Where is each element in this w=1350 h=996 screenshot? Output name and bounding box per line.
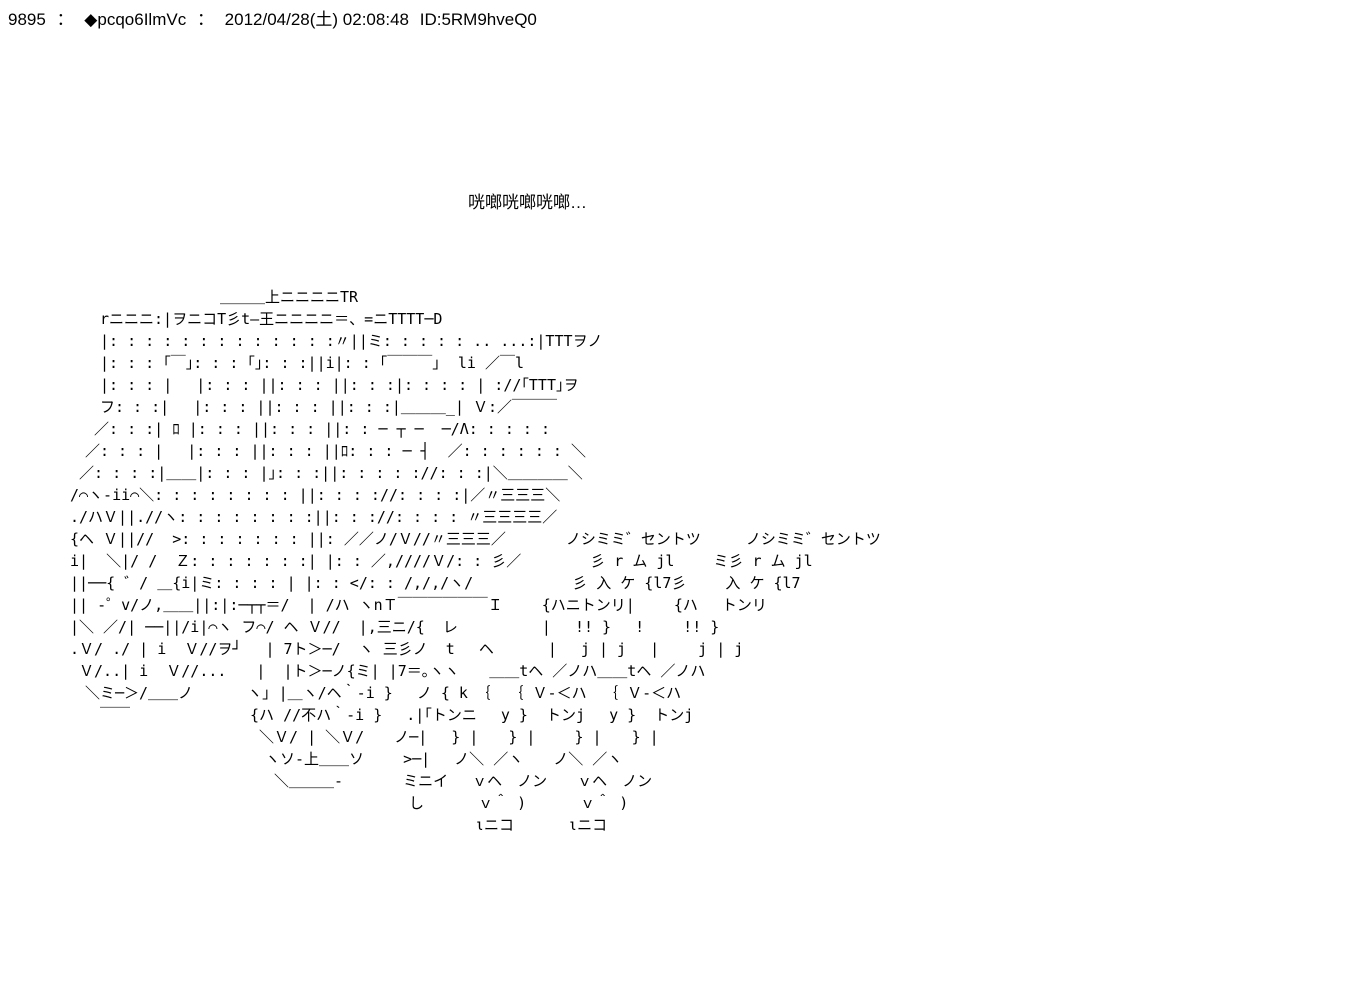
sound-effect-text: 咣啷咣啷咣啷… xyxy=(468,193,587,212)
header-separator: ： xyxy=(196,10,214,29)
ascii-art-carriage: ＿＿＿上ニニニニTR rニニニ:|ヲニコT彡t―王ニニニニ＝、=ニTTTT─D … xyxy=(70,288,881,834)
post-number: 9895 xyxy=(8,10,46,29)
post-header: 9895 ： ◆pcqo6IlmVc ： 2012/04/28(土) 02:08… xyxy=(8,10,543,30)
tripcode: ◆pcqo6IlmVc xyxy=(84,10,187,29)
post-datetime: 2012/04/28(土) 02:08:48 xyxy=(224,10,409,29)
post-id: ID:5RM9hveQ0 xyxy=(419,10,537,29)
header-separator: ： xyxy=(56,10,74,29)
